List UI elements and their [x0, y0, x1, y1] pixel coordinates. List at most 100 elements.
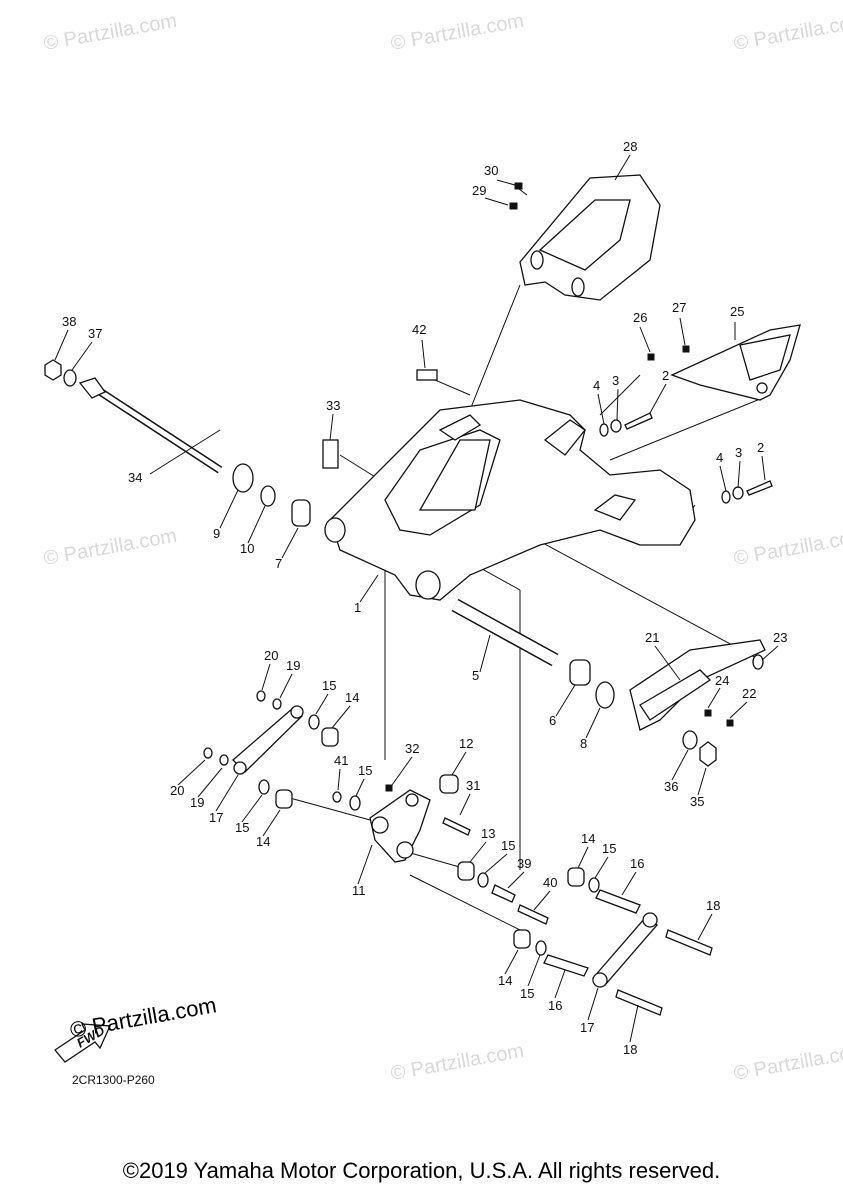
part-washer-36 [682, 730, 698, 750]
callout-20: 20 [264, 648, 278, 663]
part-seal-15 [535, 940, 547, 956]
callout-19: 19 [190, 795, 204, 810]
part-collar-10 [260, 485, 276, 507]
part-chain-slider [629, 639, 766, 731]
part-bearing-14 [567, 867, 585, 887]
watermark: © Partzilla.com [42, 525, 179, 570]
callout-28: 28 [623, 139, 637, 154]
callout-23: 23 [773, 630, 787, 645]
part-collar-16 [595, 889, 641, 914]
part-collar-12 [439, 774, 459, 794]
part-shaft-5 [451, 598, 559, 667]
callout-26: 26 [633, 310, 647, 325]
watermark: © Partzilla.com [42, 10, 179, 55]
part-chain-cover [519, 174, 661, 301]
callout-4: 4 [593, 378, 600, 393]
part-washer-37 [63, 369, 77, 387]
part-seal-15 [308, 714, 320, 730]
part-bolt-31 [442, 817, 471, 836]
callout-15: 15 [322, 678, 336, 693]
callout-13: 13 [481, 826, 495, 841]
part-fitting-32 [385, 784, 393, 792]
callout-41: 41 [334, 753, 348, 768]
callout-37: 37 [88, 326, 102, 341]
copyright-notice: ©2019 Yamaha Motor Corporation, U.S.A. A… [122, 1158, 721, 1183]
part-bolt-2 [624, 412, 653, 430]
part-seal-15 [588, 877, 600, 893]
callout-15: 15 [602, 841, 616, 856]
part-label-42 [416, 369, 438, 381]
callout-36: 36 [664, 779, 678, 794]
part-nut-35 [699, 741, 717, 767]
part-nut-3 [610, 419, 622, 433]
callout-35: 35 [690, 794, 704, 809]
callout-38: 38 [62, 314, 76, 329]
part-bolt-40 [517, 904, 549, 925]
callout-34: 34 [128, 470, 142, 485]
part-seal-15 [477, 872, 489, 888]
callout-7: 7 [275, 556, 282, 571]
callout-9: 9 [213, 526, 220, 541]
callout-15: 15 [235, 820, 249, 835]
part-bearing-14 [513, 929, 531, 949]
callout-21: 21 [645, 630, 659, 645]
part-collar-16 [543, 954, 589, 977]
callout-14: 14 [256, 834, 270, 849]
callout-30: 30 [484, 163, 498, 178]
part-washer-19 [272, 698, 282, 710]
callout-15: 15 [520, 986, 534, 1001]
diagram-code: 2CR1300-P260 [72, 1073, 155, 1087]
callout-11: 11 [352, 883, 366, 898]
callout-8: 8 [580, 736, 587, 751]
callout-12: 12 [459, 736, 473, 751]
callout-31: 31 [466, 778, 480, 793]
part-link-rod-left [232, 705, 304, 775]
part-pivot-shaft [78, 377, 223, 474]
callout-17: 17 [209, 810, 223, 825]
part-washer-4 [721, 490, 731, 504]
callout-3: 3 [735, 445, 742, 460]
callout-1: 1 [354, 600, 361, 615]
part-nut-38 [44, 359, 62, 381]
part-bearing-14 [321, 727, 339, 747]
part-seal-15 [258, 779, 270, 795]
callout-19: 19 [286, 658, 300, 673]
part-nut-20 [256, 690, 266, 702]
part-bolt-18 [665, 929, 713, 956]
callout-39: 39 [517, 856, 531, 871]
part-pin-23 [752, 654, 764, 670]
part-bolt-18 [615, 989, 663, 1016]
part-bearing-7 [291, 499, 311, 527]
part-collar-39 [491, 884, 516, 903]
part-bearing-6 [569, 659, 591, 686]
callout-5: 5 [472, 668, 479, 683]
callout-22: 22 [742, 686, 756, 701]
part-nut-3 [732, 486, 744, 500]
callout-17: 17 [580, 1020, 594, 1035]
callout-20: 20 [170, 783, 184, 798]
part-relay-arm [369, 789, 431, 863]
part-link-rod-right [591, 912, 659, 988]
callout-16: 16 [630, 856, 644, 871]
callout-27: 27 [672, 300, 686, 315]
part-nut-20 [203, 747, 213, 759]
part-bearing-14 [275, 789, 293, 809]
callout-3: 3 [612, 373, 619, 388]
callout-15: 15 [358, 763, 372, 778]
part-washer-4 [599, 423, 609, 437]
part-chain-guard [647, 324, 801, 401]
callout-25: 25 [730, 304, 744, 319]
callout-15: 15 [501, 838, 515, 853]
callout-24: 24 [715, 673, 729, 688]
callout-14: 14 [498, 973, 512, 988]
part-label-33 [322, 439, 339, 469]
callout-2: 2 [757, 440, 764, 455]
callout-10: 10 [240, 541, 254, 556]
part-screw-22 [726, 719, 734, 727]
callout-40: 40 [543, 875, 557, 890]
callout-14: 14 [345, 690, 359, 705]
callout-4: 4 [716, 450, 723, 465]
part-seal-9 [232, 463, 254, 493]
